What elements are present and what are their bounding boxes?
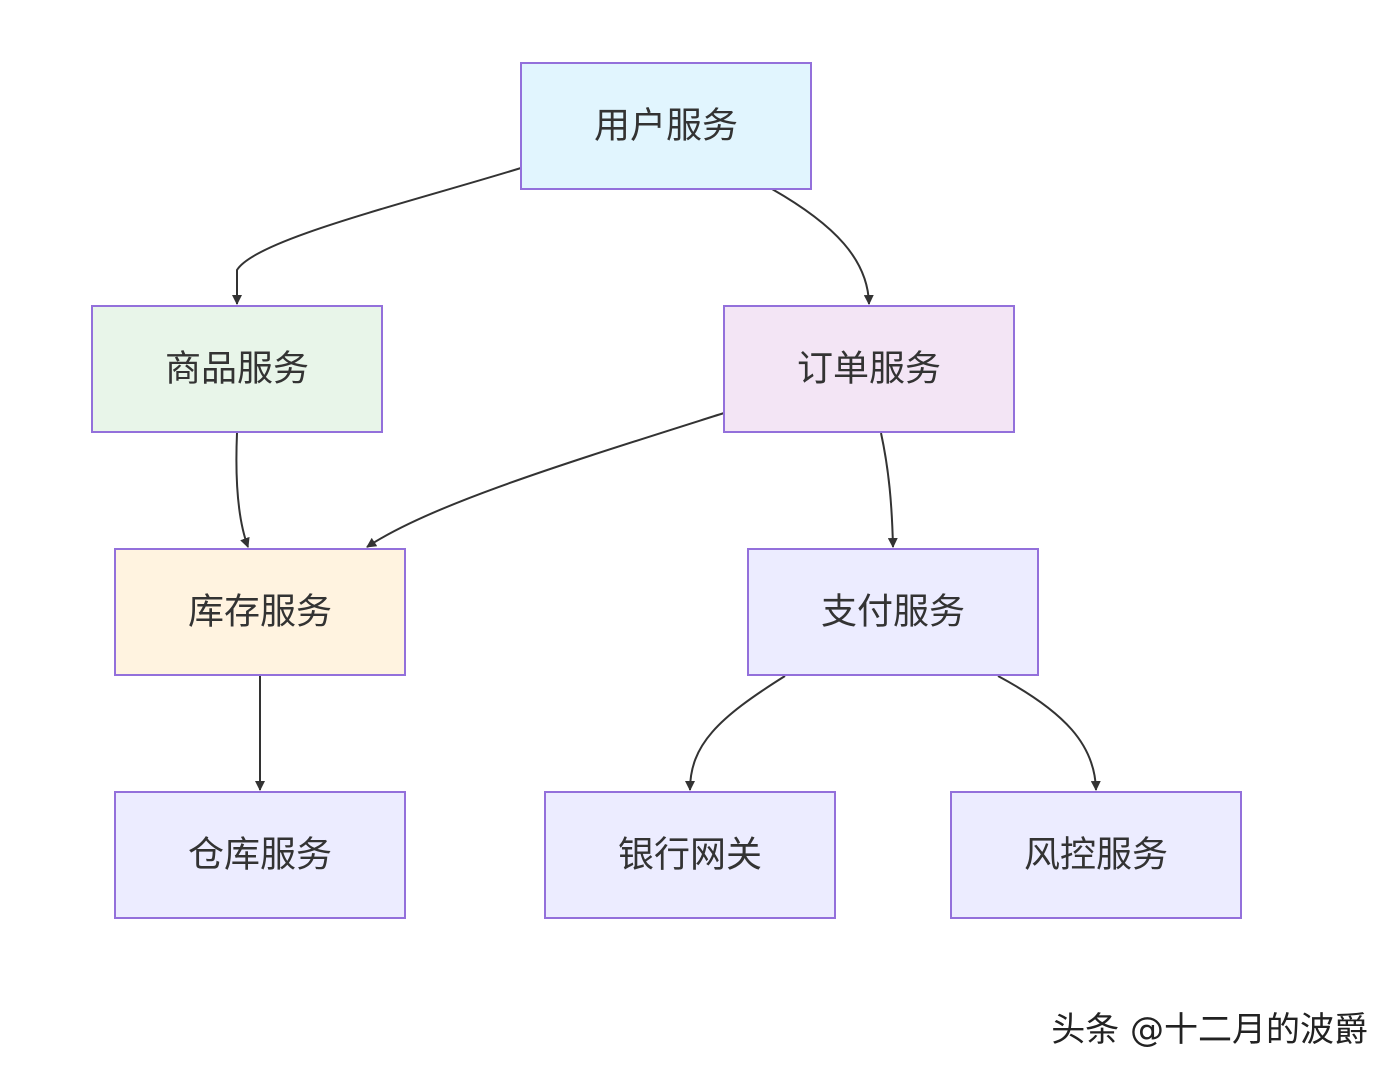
edge-user-to-product: [232, 167, 522, 305]
node-bank-gateway-label: 银行网关: [618, 835, 762, 876]
edge-user-to-order: [771, 188, 874, 305]
node-warehouse-service-label: 仓库服务: [188, 835, 332, 876]
node-bank-gateway[interactable]: 银行网关: [544, 791, 836, 919]
edge-order-to-payment: [880, 432, 898, 548]
node-order-service-label: 订单服务: [797, 349, 941, 390]
node-product-service[interactable]: 商品服务: [91, 305, 383, 433]
node-user-service-box: [520, 62, 812, 190]
node-risk-service-label: 风控服务: [1024, 835, 1168, 876]
edge-payment-to-risk: [997, 675, 1101, 791]
node-product-service-box: [91, 305, 383, 433]
node-inventory-service[interactable]: 库存服务: [114, 548, 406, 676]
edge-order-to-inventory: [366, 412, 725, 548]
node-user-service[interactable]: 用户服务: [520, 62, 812, 190]
node-inventory-service-box: [114, 548, 406, 676]
node-payment-service-label: 支付服务: [821, 592, 965, 633]
node-risk-service-box: [950, 791, 1242, 919]
watermark-text: 头条 @十二月的波爵: [1051, 1010, 1368, 1050]
nodes-layer: 用户服务 商品服务 订单服务 库存服务 支付服务 仓库服务 银行网关: [91, 62, 1242, 919]
node-order-service[interactable]: 订单服务: [723, 305, 1015, 433]
node-risk-service[interactable]: 风控服务: [950, 791, 1242, 919]
node-product-service-label: 商品服务: [165, 349, 309, 390]
edge-payment-to-bank: [685, 675, 786, 791]
node-warehouse-service-box: [114, 791, 406, 919]
node-payment-service-box: [747, 548, 1039, 676]
node-warehouse-service[interactable]: 仓库服务: [114, 791, 406, 919]
edge-product-to-inventory: [235, 432, 250, 548]
node-user-service-label: 用户服务: [594, 106, 738, 147]
node-inventory-service-label: 库存服务: [188, 592, 332, 633]
edges-layer: [232, 167, 1101, 791]
node-payment-service[interactable]: 支付服务: [747, 548, 1039, 676]
node-bank-gateway-box: [544, 791, 836, 919]
node-order-service-box: [723, 305, 1015, 433]
